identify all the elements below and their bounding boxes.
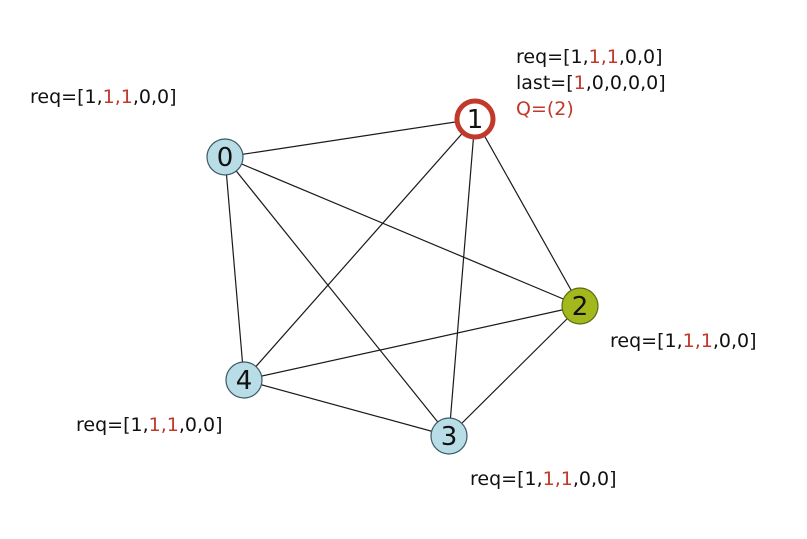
node-4-req-annotation: req=[1,1,1,0,0] — [76, 414, 223, 436]
graph-nodes: 0 1 2 3 4 — [206, 98, 599, 455]
node-0-req-annotation: req=[1,1,1,0,0] — [30, 86, 177, 108]
edge-0-2 — [224, 156, 581, 307]
node-2-req-annotation: req=[1,1,1,0,0] — [610, 330, 757, 352]
node-1-circle — [454, 98, 496, 140]
edge-3-4 — [243, 379, 450, 437]
req-highlight: 1,1 — [148, 414, 179, 436]
node-2-label: 2 — [572, 292, 589, 322]
last-highlight: 1 — [573, 72, 586, 94]
req-highlight: 1,1 — [588, 46, 619, 68]
node-3-req-annotation: req=[1,1,1,0,0] — [470, 468, 617, 490]
edge-1-4 — [243, 118, 476, 381]
edge-0-3 — [224, 156, 450, 437]
req-highlight: 1,1 — [102, 86, 133, 108]
node-0-circle — [206, 138, 244, 176]
edge-2-4 — [243, 305, 581, 381]
node-4-label: 4 — [236, 366, 253, 396]
node-3: 3 — [430, 417, 468, 455]
node-1-req-annotation: req=[1,1,1,0,0] — [516, 46, 663, 68]
node-1: 1 — [454, 98, 496, 140]
node-2: 2 — [561, 287, 599, 325]
node-1-queue-annotation: Q=(2) — [516, 98, 574, 120]
node-4-circle — [225, 361, 263, 399]
node-2-circle — [561, 287, 599, 325]
edge-0-4 — [224, 156, 245, 381]
node-1-label: 1 — [467, 105, 484, 135]
node-1-annotation: req=[1,1,1,0,0] last=[1,0,0,0,0] Q=(2) — [516, 44, 666, 122]
node-3-circle — [430, 417, 468, 455]
graph-edges — [224, 118, 581, 437]
edge-2-3 — [448, 305, 581, 437]
edge-0-1 — [224, 118, 476, 158]
node-1-last-annotation: last=[1,0,0,0,0] — [516, 72, 666, 94]
req-highlight: 1,1 — [542, 468, 573, 490]
node-0: 0 — [206, 138, 244, 176]
node-3-label: 3 — [441, 422, 458, 452]
edge-1-3 — [448, 118, 476, 437]
req-highlight: 1,1 — [682, 330, 713, 352]
edge-1-2 — [474, 118, 581, 307]
node-0-label: 0 — [217, 143, 234, 173]
node-4: 4 — [225, 361, 263, 399]
